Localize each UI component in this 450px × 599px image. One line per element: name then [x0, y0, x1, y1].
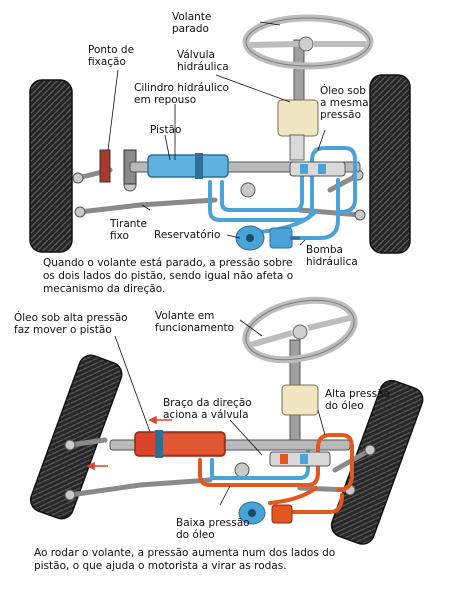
top-pipes — [208, 146, 357, 240]
label-valvula-hidraulica: Válvula hidráulica — [177, 49, 229, 73]
top-panel-drawing — [29, 14, 411, 254]
label-baixa-pressao-oleo: Baixa pressão do óleo — [176, 517, 250, 541]
bottom-panel-drawing — [29, 296, 424, 545]
label-oleo-mesma-pressao: Óleo sob a mesma pressão — [320, 85, 369, 121]
label-cilindro-repouso: Cilindro hidráulico em repouso — [134, 82, 229, 106]
label-volante-parado: Volante parado — [172, 11, 212, 35]
label-pistao: Pistão — [150, 124, 182, 136]
top-caption: Quando o volante está parado, a pressão … — [43, 257, 294, 295]
top-left-tire — [29, 79, 73, 253]
label-alta-pressao-oleo: Alta pressão do óleo — [325, 388, 390, 412]
top-cylinder — [147, 154, 229, 178]
bottom-left-tire — [29, 354, 123, 520]
label-braco-direcao: Braço da direção aciona a válvula — [163, 397, 252, 421]
label-oleo-alta-pressao-pistao: Óleo sob alta pressão faz mover o pistão — [14, 312, 128, 336]
label-reservatorio: Reservatório — [154, 229, 221, 241]
label-bomba-hidraulica: Bomba hidráulica — [306, 244, 358, 268]
top-right-tire — [369, 74, 411, 254]
bottom-right-tire — [330, 379, 424, 545]
label-volante-funcionamento: Volante em funcionamento — [155, 310, 235, 334]
bottom-caption: Ao rodar o volante, a pressão aumenta nu… — [34, 547, 336, 572]
label-tirante-fixo: Tirante fixo — [110, 218, 147, 242]
label-ponto-fixacao: Ponto de fixação — [88, 44, 135, 68]
top-valve — [277, 99, 319, 137]
top-pump — [269, 227, 293, 249]
